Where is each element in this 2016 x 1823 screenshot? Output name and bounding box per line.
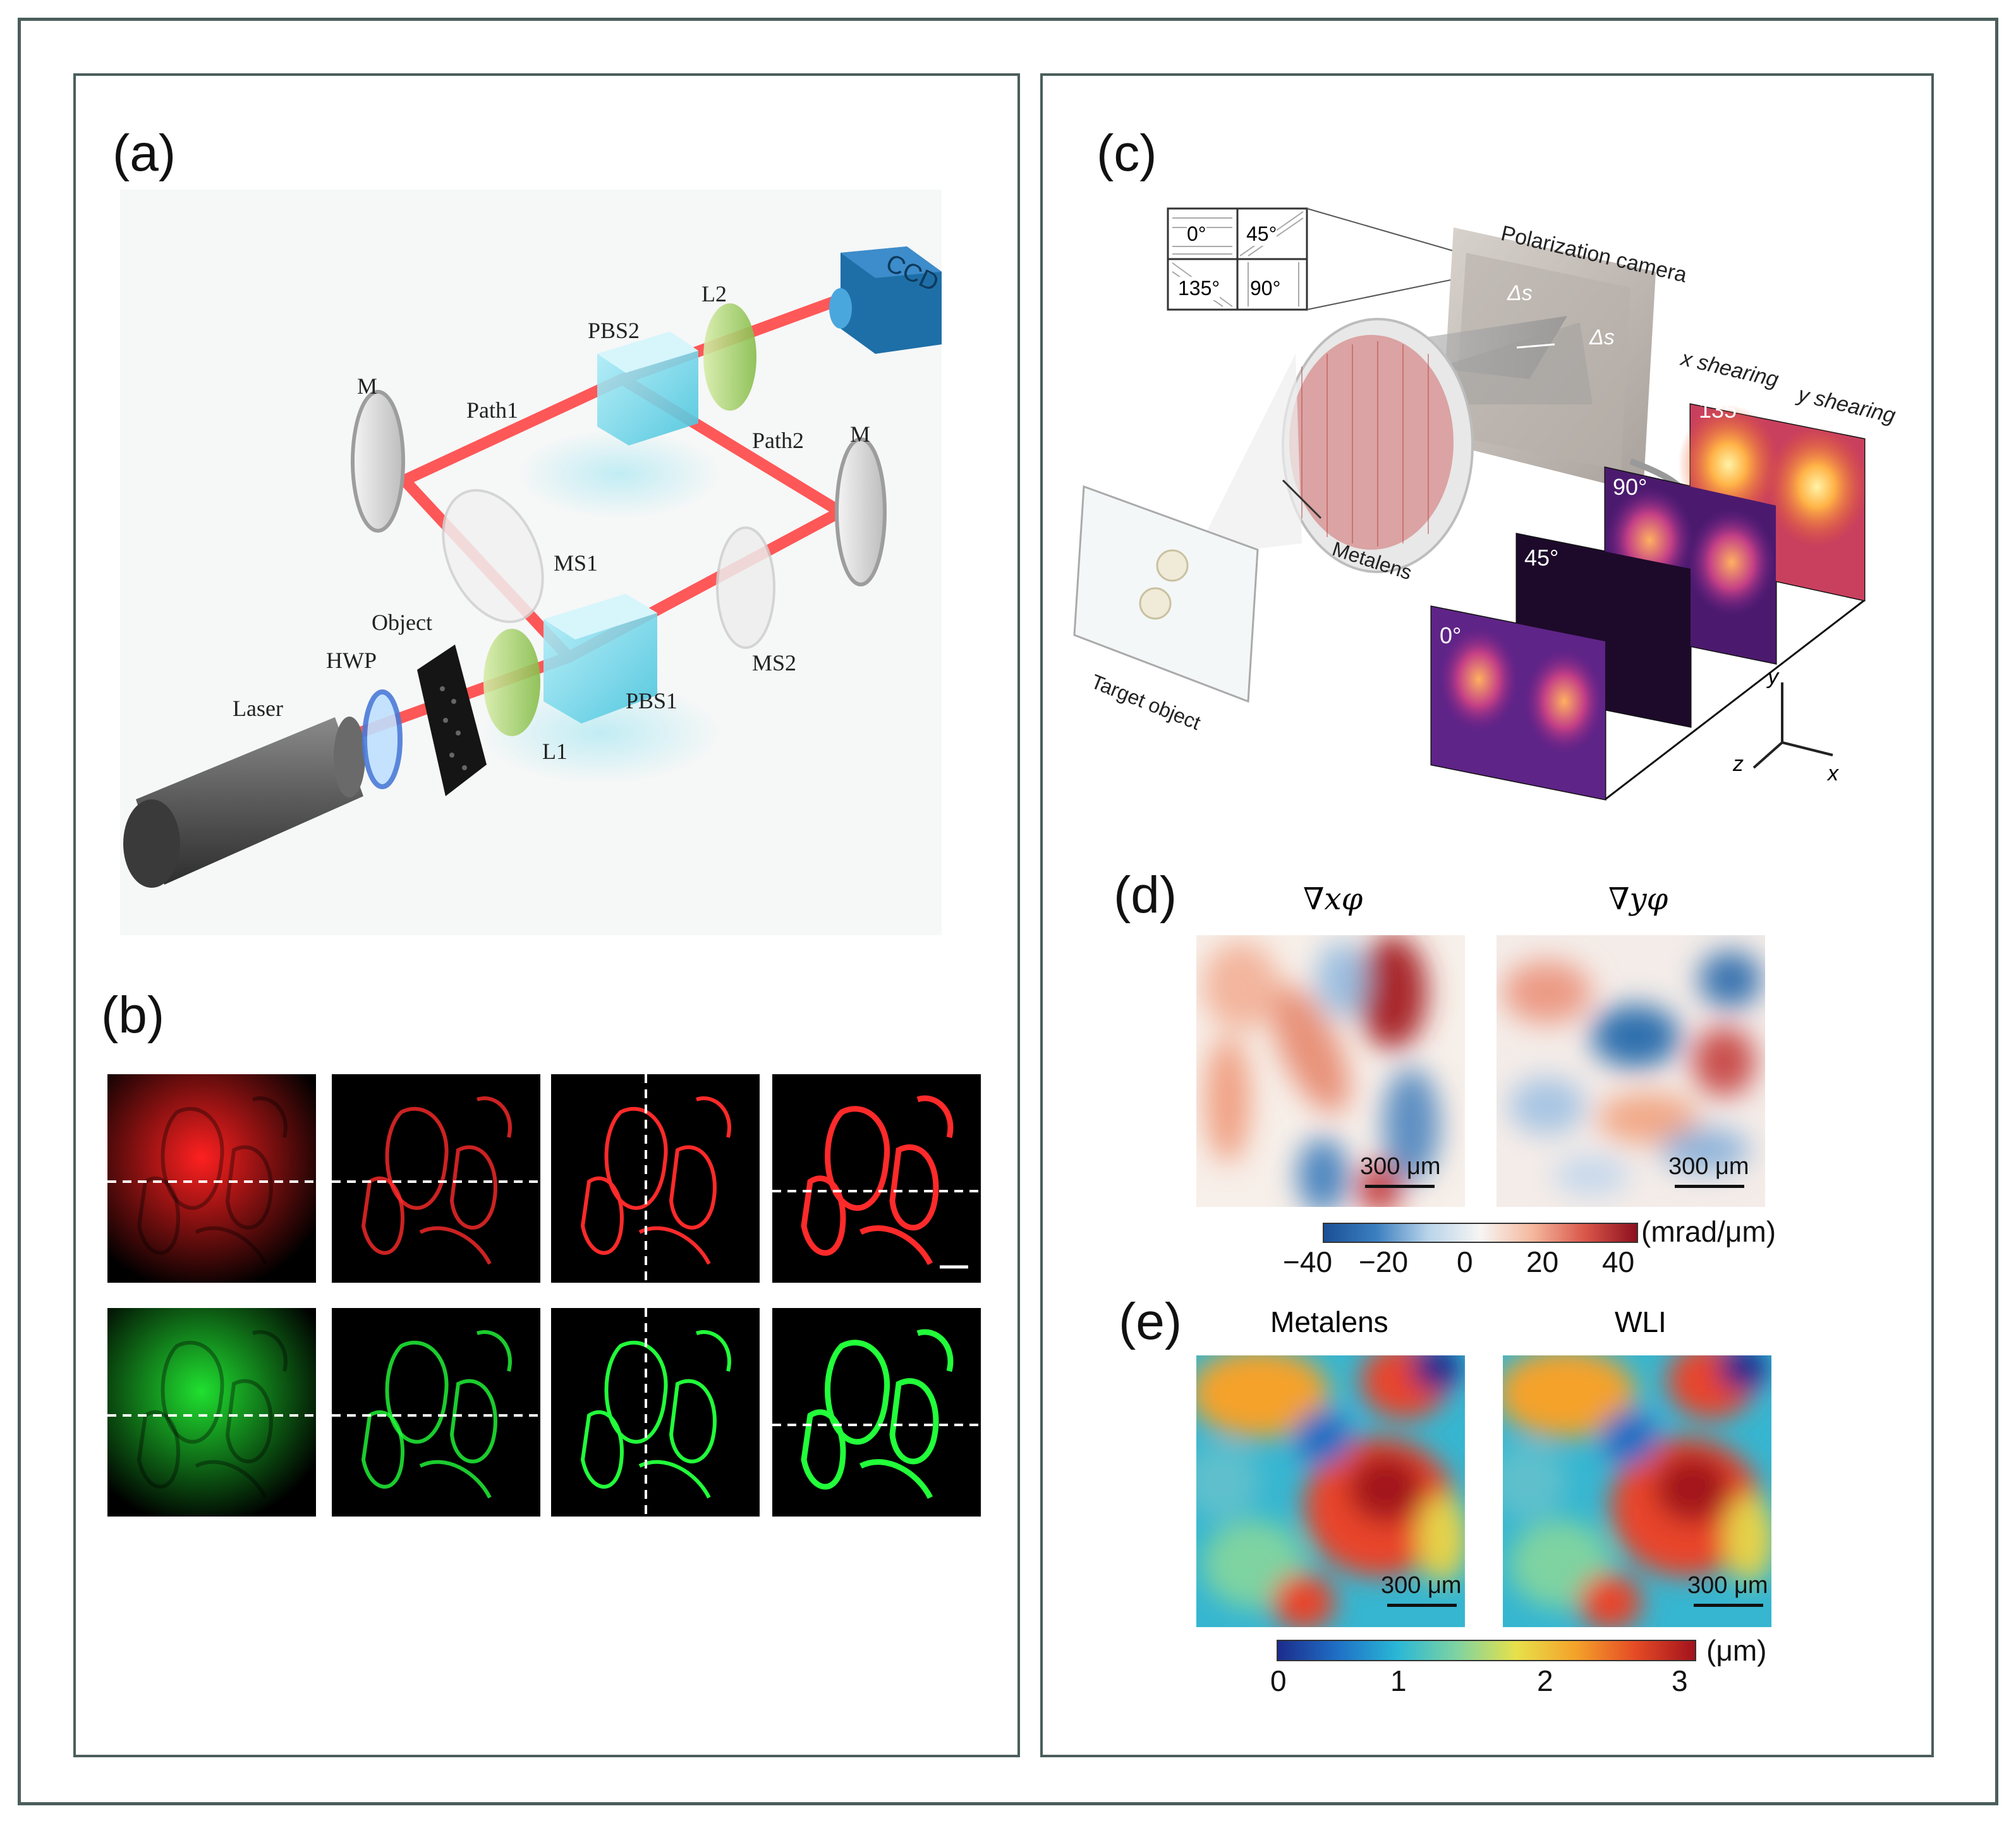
e-scalebar-left-bar: [1387, 1604, 1457, 1607]
d-title-right: ∇yφ: [1608, 881, 1668, 917]
panel-d-label: (d): [1114, 866, 1177, 924]
e-scalebar-left-text: 300 μm: [1381, 1572, 1462, 1599]
polarizer-cell-90: 90°: [1250, 277, 1281, 300]
micro-image: [332, 1308, 540, 1517]
label-angle-0: 0°: [1440, 622, 1462, 648]
e-colorbar: [1277, 1640, 1696, 1661]
panel-b-label: (b): [101, 986, 165, 1044]
label-path1: Path1: [466, 397, 519, 423]
label-angle-135: 135°: [1699, 397, 1746, 423]
micro-image: [332, 1074, 540, 1283]
d-scalebar-right-text: 300 μm: [1668, 1153, 1749, 1180]
d-tick-2: 0: [1457, 1245, 1473, 1278]
axis-label-y: y: [1768, 665, 1778, 689]
panel-a-label: (a): [112, 124, 176, 182]
label-delta-s-2: Δs: [1589, 325, 1615, 349]
label-angle-90: 90°: [1613, 474, 1648, 500]
left-panel: [73, 73, 1020, 1757]
e-title-right: WLI: [1615, 1305, 1667, 1338]
polarizer-cell-45: 45°: [1246, 222, 1277, 246]
e-scalebar-right-text: 300 μm: [1687, 1572, 1768, 1599]
metalens-height-map: [1196, 1355, 1465, 1627]
label-hwp: HWP: [326, 648, 377, 673]
polarizer-cell-0: 0°: [1187, 222, 1206, 246]
laser-body: [123, 717, 365, 888]
label-delta-s-1: Δs: [1507, 281, 1533, 305]
micro-image: [772, 1308, 981, 1517]
polarizer-cell-135: 135°: [1178, 277, 1220, 300]
ccd-camera: [829, 246, 942, 354]
axis-label-z: z: [1733, 752, 1744, 776]
d-scalebar-left-bar: [1365, 1185, 1435, 1188]
micro-image: [551, 1308, 760, 1517]
phase-gradient-x-map: [1196, 935, 1465, 1207]
panel-e-label: (e): [1119, 1293, 1182, 1350]
e-tick-3: 3: [1672, 1664, 1688, 1697]
e-tick-2: 2: [1537, 1664, 1553, 1697]
micro-image: [772, 1074, 981, 1283]
label-laser: Laser: [233, 696, 283, 721]
outer-frame: [18, 18, 1998, 1805]
e-tick-1: 1: [1390, 1664, 1407, 1697]
label-l2: L2: [701, 281, 727, 306]
label-path2: Path2: [752, 428, 805, 453]
right-panel: [1040, 73, 1934, 1757]
micro-image: [107, 1308, 316, 1517]
d-tick-3: 20: [1526, 1245, 1559, 1278]
label-pbs2: PBS2: [588, 318, 640, 343]
d-title-left: ∇xφ: [1303, 881, 1363, 917]
d-tick-0: −40: [1283, 1245, 1333, 1278]
d-colorbar-unit: (mrad/μm): [1641, 1215, 1776, 1248]
micro-image: [551, 1074, 760, 1283]
label-angle-45: 45°: [1524, 545, 1559, 571]
panel-c-label: (c): [1096, 124, 1157, 182]
d-tick-1: −20: [1359, 1245, 1409, 1278]
label-ms2: MS2: [752, 650, 797, 675]
e-scalebar-right-bar: [1694, 1604, 1763, 1607]
micro-image: [107, 1074, 316, 1283]
label-ms1: MS1: [554, 550, 598, 576]
d-colorbar: [1323, 1223, 1638, 1243]
label-m-left: M: [357, 373, 378, 399]
d-scalebar-right-bar: [1675, 1185, 1744, 1188]
label-m-right: M: [850, 421, 871, 447]
label-l1: L1: [542, 739, 568, 764]
d-scalebar-left-text: 300 μm: [1360, 1153, 1441, 1180]
d-tick-4: 40: [1602, 1245, 1635, 1278]
e-tick-0: 0: [1270, 1664, 1287, 1697]
wli-height-map: [1503, 1355, 1771, 1627]
e-colorbar-unit: (μm): [1706, 1634, 1767, 1667]
phase-gradient-y-map: [1497, 935, 1765, 1207]
label-object: Object: [372, 610, 432, 635]
label-pbs1: PBS1: [626, 688, 678, 713]
axis-label-x: x: [1828, 761, 1838, 785]
e-title-left: Metalens: [1270, 1305, 1388, 1338]
